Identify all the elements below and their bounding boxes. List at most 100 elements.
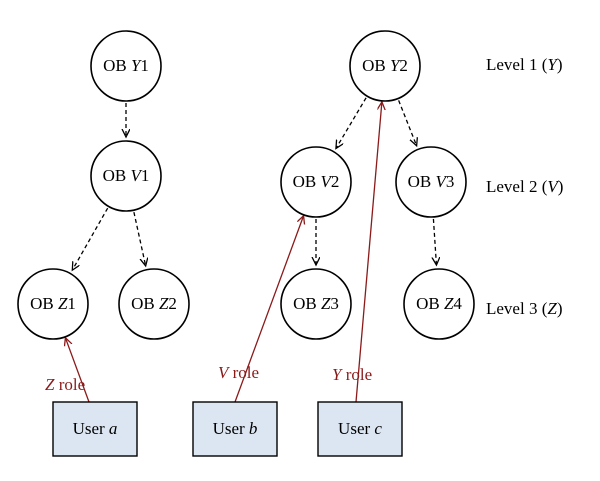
node-circle xyxy=(395,146,467,218)
edge-y2-v3 xyxy=(398,100,417,145)
node-ob-v2: OB V2 xyxy=(280,146,352,218)
node-ob-y1: OB Y1 xyxy=(90,30,162,102)
node-label-part: OB xyxy=(293,172,321,191)
user-box xyxy=(52,401,138,457)
node-label-part: OB xyxy=(362,56,390,75)
user-box xyxy=(192,401,278,457)
node-label: OB V2 xyxy=(293,172,340,191)
node-ob-v3: OB V3 xyxy=(395,146,467,218)
edge-v3-z4 xyxy=(433,218,436,265)
level-label-3-part: Level 3 ( xyxy=(486,299,548,318)
node-circle xyxy=(349,30,421,102)
node-label-part: 1 xyxy=(140,56,149,75)
node-circle xyxy=(17,268,89,340)
node-label-part: Y xyxy=(131,56,142,75)
role-label-b: V role xyxy=(218,363,259,382)
node-label-part: 4 xyxy=(453,294,462,313)
level-labels: Level 1 (Y)Level 2 (V)Level 3 (Z) xyxy=(486,55,563,318)
node-label-part: OB xyxy=(408,172,436,191)
user-label: User c xyxy=(338,419,382,438)
role-label-c-part: Y xyxy=(332,365,343,384)
user-label-part: User xyxy=(213,419,249,438)
role-label-b-part: role xyxy=(228,363,259,382)
role-label-a-part: Z xyxy=(45,375,55,394)
node-label: OB Z4 xyxy=(416,294,462,313)
node-label-part: OB xyxy=(103,56,131,75)
edge-v1-z2 xyxy=(133,212,146,266)
node-circle xyxy=(403,268,475,340)
node-label-part: V xyxy=(130,166,143,185)
node-label: OB Z1 xyxy=(30,294,76,313)
node-label-part: Z xyxy=(58,294,68,313)
role-label-c: Y role xyxy=(332,365,372,384)
node-label: OB V3 xyxy=(408,172,455,191)
role-label-c-part: role xyxy=(341,365,372,384)
level-label-1: Level 1 (Y) xyxy=(486,55,563,74)
node-ob-z2: OB Z2 xyxy=(118,268,190,340)
node-label-part: V xyxy=(435,172,448,191)
node-circle xyxy=(280,146,352,218)
node-label-part: Z xyxy=(321,294,331,313)
user-box xyxy=(317,401,403,457)
node-ob-v1: OB V1 xyxy=(90,140,162,212)
node-label: OB V1 xyxy=(103,166,150,185)
role-label-a: Z role xyxy=(45,375,85,394)
level-label-3-part: Z xyxy=(547,299,557,318)
level-label-2-part: ) xyxy=(558,177,564,196)
level-label-2-part: V xyxy=(547,177,560,196)
node-ob-y2: OB Y2 xyxy=(349,30,421,102)
node-circle xyxy=(118,268,190,340)
node-label-part: 3 xyxy=(446,172,455,191)
user-a: User a xyxy=(52,401,138,457)
node-ob-z4: OB Z4 xyxy=(403,268,475,340)
node-label-part: 2 xyxy=(399,56,408,75)
level-label-1-part: ) xyxy=(557,55,563,74)
node-label: OB Y1 xyxy=(103,56,149,75)
node-label-part: V xyxy=(320,172,333,191)
user-label-part: a xyxy=(109,419,118,438)
level-label-1-part: Level 1 ( xyxy=(486,55,548,74)
role-label-b-part: V xyxy=(218,363,231,382)
node-label-part: 3 xyxy=(330,294,339,313)
user-b: User b xyxy=(192,401,278,457)
edge-y2-v2 xyxy=(336,97,367,149)
role-arrow-b xyxy=(234,216,304,403)
node-label-part: OB xyxy=(293,294,321,313)
user-label-part: User xyxy=(338,419,374,438)
level-label-3-part: ) xyxy=(557,299,563,318)
node-label-part: OB xyxy=(131,294,159,313)
level-label-3: Level 3 (Z) xyxy=(486,299,563,318)
node-label-part: Z xyxy=(444,294,454,313)
node-ob-z1: OB Z1 xyxy=(17,268,89,340)
node-label-part: Z xyxy=(159,294,169,313)
user-label-part: c xyxy=(374,419,382,438)
node-circle xyxy=(90,30,162,102)
edge-v1-z1 xyxy=(72,207,109,270)
level-label-2: Level 2 (V) xyxy=(486,177,563,196)
hierarchy-edges xyxy=(72,97,436,270)
node-label-part: OB xyxy=(416,294,444,313)
role-label-a-part: role xyxy=(54,375,85,394)
user-label: User a xyxy=(73,419,118,438)
node-label-part: 1 xyxy=(141,166,150,185)
node-label-part: OB xyxy=(103,166,131,185)
node-circle xyxy=(90,140,162,212)
user-c: User c xyxy=(317,401,403,457)
node-circle xyxy=(280,268,352,340)
node-label-part: 2 xyxy=(168,294,177,313)
node-label-part: 1 xyxy=(67,294,76,313)
user-label-part: b xyxy=(249,419,258,438)
node-label: OB Z2 xyxy=(131,294,177,313)
node-label: OB Y2 xyxy=(362,56,408,75)
role-arrow-c xyxy=(355,102,382,403)
level-label-2-part: Level 2 ( xyxy=(486,177,548,196)
node-label-part: OB xyxy=(30,294,58,313)
node-label: OB Z3 xyxy=(293,294,339,313)
level-label-1-part: Y xyxy=(547,55,558,74)
node-ob-z3: OB Z3 xyxy=(280,268,352,340)
user-label-part: User xyxy=(73,419,109,438)
node-label-part: Y xyxy=(390,56,401,75)
